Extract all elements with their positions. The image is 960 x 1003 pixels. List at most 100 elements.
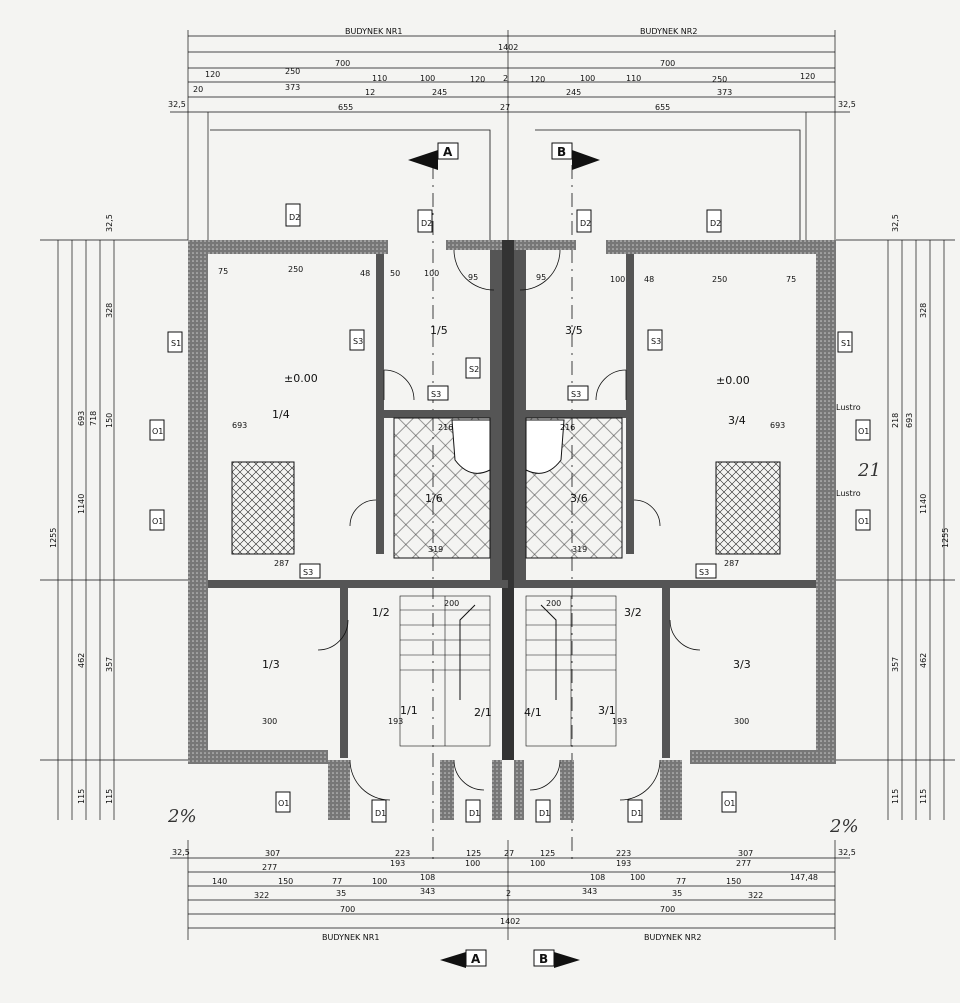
tag-o1-2: O1 [152,517,163,526]
dim-top-r3-0: 20 [193,85,203,94]
svg-text:718: 718 [89,411,98,426]
dim-top-r3-7: 245 [566,88,581,97]
svg-text:357: 357 [891,657,900,672]
svg-text:35: 35 [336,889,346,898]
svg-text:693: 693 [905,413,914,428]
svg-text:1402: 1402 [500,917,520,926]
svg-text:1255: 1255 [49,528,58,548]
room-1-1-label: 1/1 [400,704,418,717]
dim-top-r3-9: 373 [717,88,732,97]
building-label-top-right: BUDYNEK NR2 [640,27,697,36]
room-1-3-label: 1/3 [262,658,280,671]
handwritten-note-1: Lustro [836,403,861,412]
dim-half-top-right: 700 [660,59,675,68]
tag-d2-4: D2 [710,219,721,228]
dim-top-r1-3: 120 [530,75,545,84]
svg-text:322: 322 [254,891,269,900]
svg-text:693: 693 [232,421,247,430]
svg-text:108: 108 [590,873,605,882]
section-marker-a-bottom: A [440,949,487,968]
svg-text:100: 100 [372,877,387,886]
svg-text:250: 250 [288,265,303,274]
left-dimension-lines [40,239,188,820]
tag-d1-3: D1 [539,809,550,818]
svg-text:200: 200 [444,599,459,608]
svg-text:32,5: 32,5 [838,848,856,857]
svg-text:150: 150 [105,413,114,428]
svg-text:32,5: 32,5 [891,214,900,232]
room-1-6-label: 1/6 [425,492,443,505]
dim-top-r4-0: 32,5 [168,100,186,109]
dim-top-r1-2: 120 [470,75,485,84]
tag-o1-4: O1 [858,517,869,526]
svg-text:693: 693 [770,421,785,430]
tag-o1-5: O1 [278,799,289,808]
right-dim-labels: 32,5 328 218 693 1140 1255 357 462 115 1… [891,214,950,804]
svg-text:250: 250 [712,275,727,284]
inner-dimensions: 75 250 48 50 100 95 95 100 48 250 75 693… [218,265,796,726]
bathtub-left [451,419,491,474]
svg-text:193: 193 [612,717,627,726]
tag-s3-2: S3 [431,390,441,399]
svg-text:216: 216 [560,423,575,432]
svg-text:287: 287 [274,559,289,568]
tag-s3-1: S3 [353,337,363,346]
svg-text:1140: 1140 [919,494,928,514]
dim-top-r1-0: 120 [205,70,220,79]
svg-text:32,5: 32,5 [105,214,114,232]
svg-text:35: 35 [672,889,682,898]
tag-d2-2: D2 [421,219,432,228]
svg-text:193: 193 [388,717,403,726]
svg-text:307: 307 [265,849,280,858]
svg-text:700: 700 [340,905,355,914]
opening-tags: D2 D2 D2 D2 S1 S1 S3 S3 S3 S3 S3 S3 S2 O… [149,203,871,823]
svg-text:462: 462 [77,653,86,668]
dim-top-r1-5: 120 [800,72,815,81]
handwritten-number: 21 [857,460,881,481]
dim-top-r2-5: 100 [580,74,595,83]
svg-text:95: 95 [536,273,546,282]
tag-o1-1: O1 [152,427,163,436]
svg-text:307: 307 [738,849,753,858]
svg-text:150: 150 [726,877,741,886]
svg-text:125: 125 [466,849,481,858]
tag-s3-6: S3 [699,568,709,577]
tag-d2-3: D2 [580,219,591,228]
svg-text:125: 125 [540,849,555,858]
building-label-bottom-left: BUDYNEK NR1 [322,933,379,942]
dim-top-r3-4: 245 [432,88,447,97]
svg-text:218: 218 [891,413,900,428]
svg-text:462: 462 [919,653,928,668]
right-dimension-lines [836,239,955,820]
svg-text:693: 693 [77,411,86,426]
svg-text:200: 200 [546,599,561,608]
svg-text:115: 115 [77,789,86,804]
svg-text:150: 150 [278,877,293,886]
svg-text:100: 100 [530,859,545,868]
svg-text:27: 27 [504,849,514,858]
room-2-1-label: 2/1 [474,706,492,719]
svg-text:108: 108 [420,873,435,882]
section-marker-b-bottom: B [533,949,580,968]
svg-text:48: 48 [360,269,370,278]
svg-text:300: 300 [734,717,749,726]
roof-outline [210,129,801,240]
tag-o1-3: O1 [858,427,869,436]
svg-text:75: 75 [786,275,796,284]
dim-top-r4-1: 655 [338,103,353,112]
svg-text:328: 328 [105,303,114,318]
svg-text:328: 328 [919,303,928,318]
bottom-dim-labels: 32,5 307 223 125 27 125 223 307 32,5 277… [172,848,856,926]
building-label-bottom-right: BUDYNEK NR2 [644,933,701,942]
svg-text:193: 193 [390,859,405,868]
room-3-4-label: 3/4 [728,414,746,427]
tag-d1-1: D1 [375,809,386,818]
stairs-left [399,595,491,747]
svg-text:95: 95 [468,273,478,282]
dim-top-r3-3: 12 [365,88,375,97]
tag-o1-6: O1 [724,799,735,808]
stairs-right [525,595,617,747]
bathtub-right [525,419,565,474]
tag-d2-1: D2 [289,213,300,222]
svg-text:2: 2 [506,889,511,898]
